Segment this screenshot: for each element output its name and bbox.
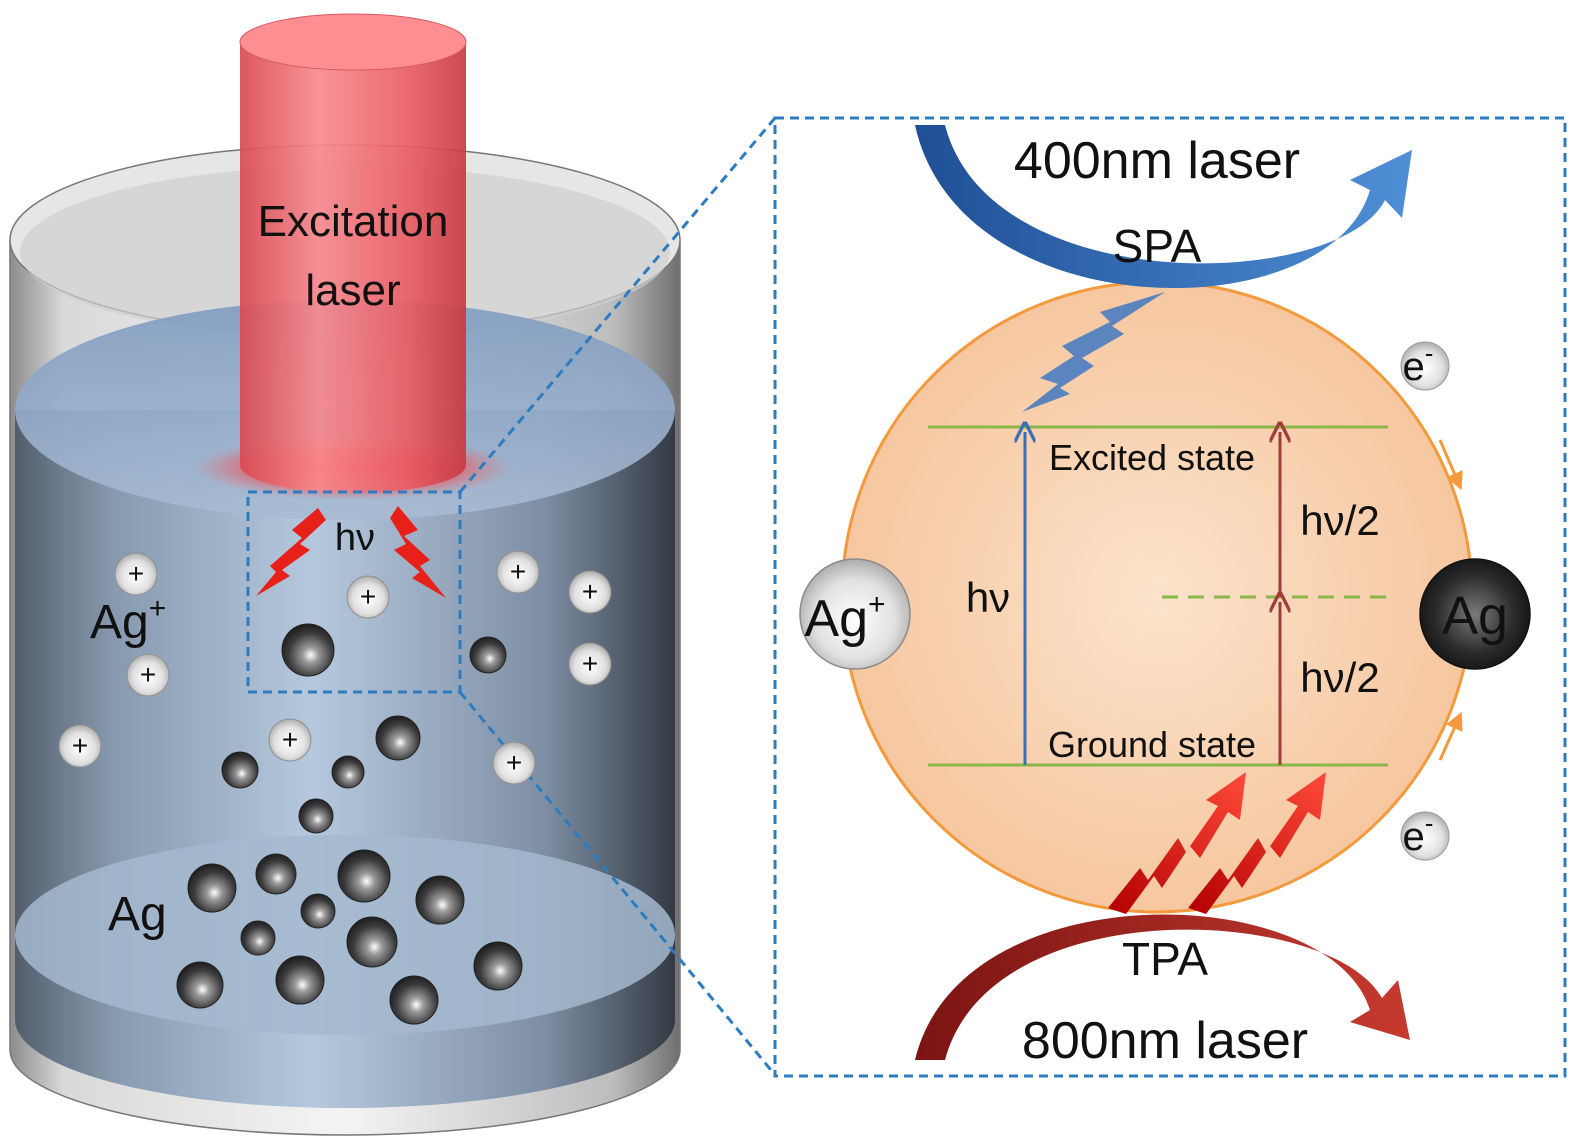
tpa-label: TPA: [1122, 933, 1208, 985]
ag-ion: +: [568, 642, 612, 686]
ag-nanoparticle: [375, 715, 421, 761]
ion-plus-sign: +: [282, 724, 298, 755]
ion-plus-sign: +: [128, 558, 144, 589]
ag-ion: +: [114, 552, 158, 596]
electron-bottom: e-: [1400, 808, 1450, 861]
svg-text:e-: e-: [1403, 338, 1434, 389]
ag-nanoparticle: [337, 849, 391, 903]
ag-nanoparticle: [300, 893, 336, 929]
ag-ion: +: [346, 575, 390, 619]
photon-label: hν: [335, 517, 375, 559]
bottom-laser-label: 800nm laser: [1022, 1012, 1308, 1070]
ag-nanoparticle: [176, 961, 224, 1009]
half-photon-label-upper: hν/2: [1300, 497, 1379, 544]
ag-ion: +: [58, 724, 102, 768]
silver-nanoparticles: [176, 623, 523, 1025]
laser-label-line1: Excitation: [258, 197, 449, 246]
ag-nanoparticle: [255, 853, 297, 895]
photon-bolt-icon: [390, 506, 446, 598]
ag-nanoparticle: [187, 863, 237, 913]
silver-ions: + + + + + + + + +: [58, 550, 612, 785]
half-photon-label-lower: hν/2: [1300, 654, 1379, 701]
mechanism-panel-border: [773, 116, 1567, 1078]
cycle-arrow-icon: [1438, 439, 1463, 491]
excited-state-label: Excited state: [1049, 437, 1255, 478]
tpa-curved-arrow: [915, 914, 1410, 1060]
spa-photon-bolt-icon: [1022, 292, 1165, 412]
top-laser-label: 400nm laser: [1014, 132, 1300, 190]
ground-state-label: Ground state: [1048, 724, 1256, 765]
svg-text:e-: e-: [1403, 808, 1434, 859]
single-photon-label: hν: [966, 574, 1010, 621]
ag-nanoparticle: [281, 623, 335, 677]
zoom-connector-top: [458, 117, 777, 493]
tpa-photon-bolt-icon: [1108, 772, 1246, 914]
ag-nanoparticle: [415, 875, 465, 925]
ag-ion: +: [268, 718, 312, 762]
ion-label: Ag+: [90, 592, 166, 649]
ion-plus-sign: +: [72, 730, 88, 761]
particle-label: Ag: [108, 888, 167, 941]
zoom-region-box: [246, 490, 462, 694]
ag-nanoparticle: [331, 755, 365, 789]
ag-product-sphere: Ag: [1419, 558, 1531, 670]
ag-nanoparticle: [389, 975, 439, 1025]
beaker: [9, 144, 681, 1136]
ag-nanoparticle: [346, 916, 398, 968]
ag-ion: +: [126, 653, 170, 697]
ag-ion: +: [492, 741, 536, 785]
ion-plus-sign: +: [140, 659, 156, 690]
ag-ion-sphere: Ag+: [799, 558, 911, 670]
ag-nanoparticle: [473, 941, 523, 991]
ag-nanoparticle: [240, 920, 276, 956]
ag-product-label: Ag: [1442, 586, 1508, 646]
photon-bolt-icon: [256, 508, 326, 596]
tpa-photon-bolt-icon: [1188, 772, 1326, 914]
ion-plus-sign: +: [506, 747, 522, 778]
cycle-arrow-icon: [1438, 711, 1463, 761]
electron-top: e-: [1400, 338, 1450, 391]
spa-label: SPA: [1113, 220, 1202, 272]
ag-nanoparticle: [221, 751, 259, 789]
spa-curved-arrow: [915, 125, 1412, 289]
ag-ion: +: [568, 570, 612, 614]
laser-label-line2: laser: [305, 266, 400, 315]
ion-plus-sign: +: [360, 581, 376, 612]
ion-plus-sign: +: [582, 648, 598, 679]
ion-plus-sign: +: [510, 556, 526, 587]
ag-nanoparticle: [275, 955, 325, 1005]
ag-ion: +: [496, 550, 540, 594]
excitation-laser-beam: Excitation laser: [193, 13, 513, 500]
ion-plus-sign: +: [582, 576, 598, 607]
ag-nanoparticle: [469, 636, 507, 674]
ag-ion-label: Ag+: [804, 588, 885, 648]
ag-nanoparticle: [298, 798, 334, 834]
